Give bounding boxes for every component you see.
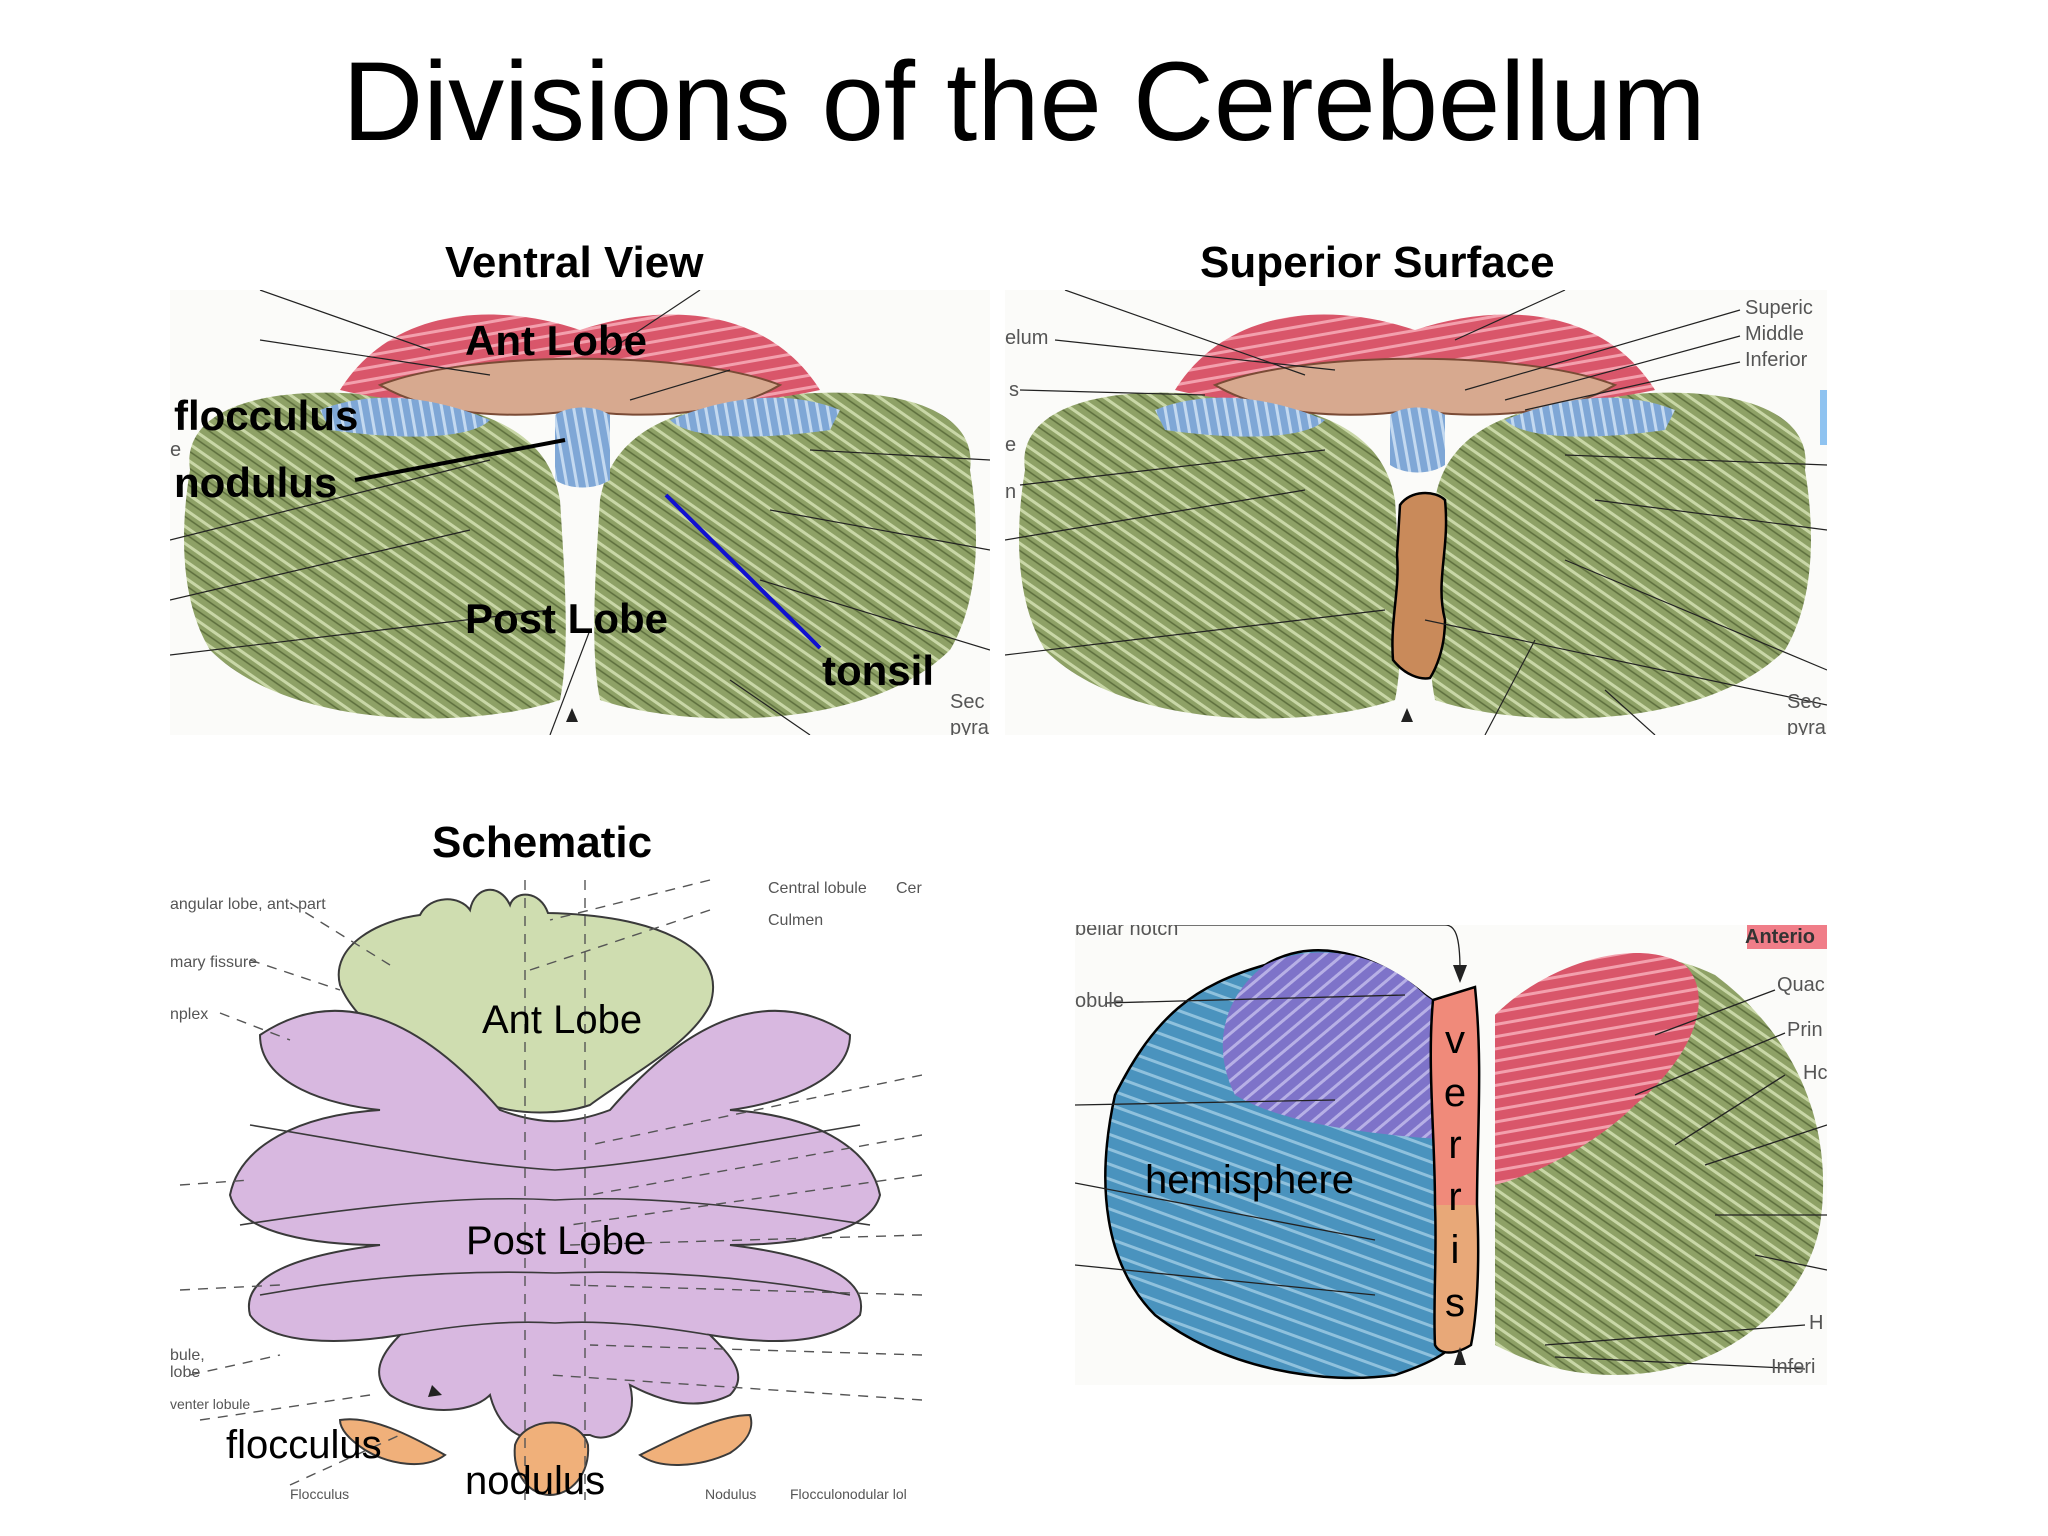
ventral-post-lobe-label: Post Lobe [465,595,669,642]
vermis-letter-3: r [1448,1123,1462,1167]
schematic-flocculus-left [338,1418,447,1466]
posterior-vermis-strip-top [1430,987,1480,1205]
ventral-right-hemisphere [594,392,976,719]
schematic-arrow-icon [428,1385,442,1397]
schematic-heading: Schematic [432,818,653,867]
posterior-top-arrow-icon [1453,965,1467,983]
superior-cut-text-elum: elum [1005,327,1049,349]
superior-cut-text-s: s [1009,379,1019,401]
vermis-letter-5: i [1450,1228,1460,1272]
ventral-blue-flocculus-left [320,397,490,437]
ventral-blue-nodulus [555,407,610,488]
schematic-cut-text-flocculus: Flocculus [290,1486,350,1500]
page-title: Divisions of the Cerebellum [342,39,1706,164]
superior-blue-left [1155,397,1325,437]
ventral-tonsil-pointer [664,493,822,650]
superior-cut-text-pyra: pyra [1787,717,1826,735]
schematic-cut-text-culmen: Culmen [768,912,824,929]
vermis-letter-2: e [1443,1071,1467,1115]
schematic-cut-text-cer: Cer [896,880,922,897]
schematic-cut-text-lobe: lobe [170,1364,201,1381]
schematic-panel: Ant Lobe Post Lobe flocculus nodulus Cen… [170,875,922,1500]
ventral-tonsil-label: tonsil [822,647,934,694]
superior-leader-lines [1005,290,1827,735]
superior-cut-text-middle: Middle [1745,323,1804,345]
vermis-letter-1: v [1445,1018,1465,1062]
posterior-cut-text-prim: Prin [1787,1019,1823,1041]
schematic-dashed-lines [179,879,922,1500]
ventral-nodulus-pointer [354,438,566,482]
posterior-bottom-arrow-icon [1454,1347,1466,1365]
superior-cut-text-sec: Sec [1787,691,1822,713]
superior-cut-text-e: e [1005,434,1017,456]
superior-blue-nodulus [1390,407,1445,473]
ventral-view-panel: Ant Lobe flocculus nodulus Post Lobe ton… [170,290,990,735]
hemisphere-vermis-illustration [1075,925,1827,1385]
schematic-diagram [179,879,922,1500]
schematic-cut-text-primary-fissure: mary fissure [170,954,258,971]
vermis-letter-6: s [1445,1281,1465,1325]
schematic-ant-lobe-label: Ant Lobe [482,998,643,1042]
schematic-posterior-lobe [228,1009,882,1440]
posterior-cut-text-h: H [1809,1312,1824,1334]
schematic-post-lobe-label: Post Lobe [466,1219,647,1263]
schematic-cut-text-nodulus: Nodulus [705,1486,757,1500]
superior-surface-panel: Superic Middle Inferior elum s e n Sec p… [1005,290,1827,735]
hemisphere-vermis-panel: bellar notch Anterio Quac Prin Hc H Infe… [1075,925,1827,1385]
ventral-blue-flocculus-right [670,397,840,437]
schematic-cut-text-lobule: bule, [170,1347,205,1364]
posterior-purple-lobule [1222,952,1453,1140]
superior-blue-edge-marker [1820,390,1827,445]
schematic-fissures [239,1124,871,1336]
posterior-cut-text-inferi: Inferi [1771,1356,1816,1378]
ventral-view-heading: Ventral View [445,238,704,287]
ventral-flocculus-label: flocculus [174,392,359,439]
schematic-flocculus-right [638,1413,753,1466]
ventral-nodulus-label: nodulus [174,459,338,506]
superior-left-hemisphere [1019,392,1401,719]
superior-arrow-icon [1401,708,1413,722]
posterior-cut-text-notch: bellar notch [1075,925,1179,940]
posterior-cut-text-obule: obule [1075,990,1124,1012]
schematic-cut-text-biventer: venter lobule [170,1396,251,1412]
superior-cut-text-inferior: Inferior [1745,349,1808,371]
ventral-leader-lines [170,290,990,735]
posterior-red-anterior [1495,953,1699,1185]
schematic-cut-text-flocculonodular: Flocculonodular lol [790,1486,907,1500]
schematic-cut-text-central-lobule: Central lobule [768,880,867,897]
superior-surface-heading: Superior Surface [1200,238,1555,287]
schematic-cut-text-quadrangular: angular lobe, ant. part [170,896,326,913]
superior-right-hemisphere [1429,392,1811,719]
superior-vermis-highlight [1391,491,1448,680]
schematic-cut-text-simplex: nplex [170,1006,209,1023]
vermis-letter-4: r [1448,1175,1462,1219]
superior-cut-text-superior: Superic [1745,297,1813,319]
schematic-flocculus-label: flocculus [226,1423,382,1467]
posterior-vermis-strip-bottom [1434,1205,1479,1353]
posterior-anterior-tag-bg [1747,925,1827,949]
ventral-cerebellum-illustration [170,290,990,735]
ventral-cut-text-sec: Sec [950,691,985,713]
ventral-cut-text-pyra: pyra [950,717,989,735]
posterior-cut-text-quad: Quac [1777,974,1825,996]
ventral-cut-text-e: e [170,439,182,461]
posterior-leader-lines [1075,925,1827,1370]
superior-cut-text-n: n [1005,481,1017,503]
superior-cerebellum-illustration [1005,290,1827,735]
posterior-cut-text-anterior: Anterio [1745,926,1815,948]
posterior-cut-text-hc: Hc [1803,1062,1827,1084]
posterior-vermis-outline [1429,985,1481,1354]
ventral-ant-lobe-label: Ant Lobe [465,317,647,364]
ventral-left-hemisphere [184,392,566,719]
ventral-arrow-icon [566,708,578,722]
schematic-nodulus-label: nodulus [465,1459,606,1500]
posterior-hemisphere-label: hemisphere [1145,1158,1355,1202]
superior-blue-right [1505,397,1675,437]
